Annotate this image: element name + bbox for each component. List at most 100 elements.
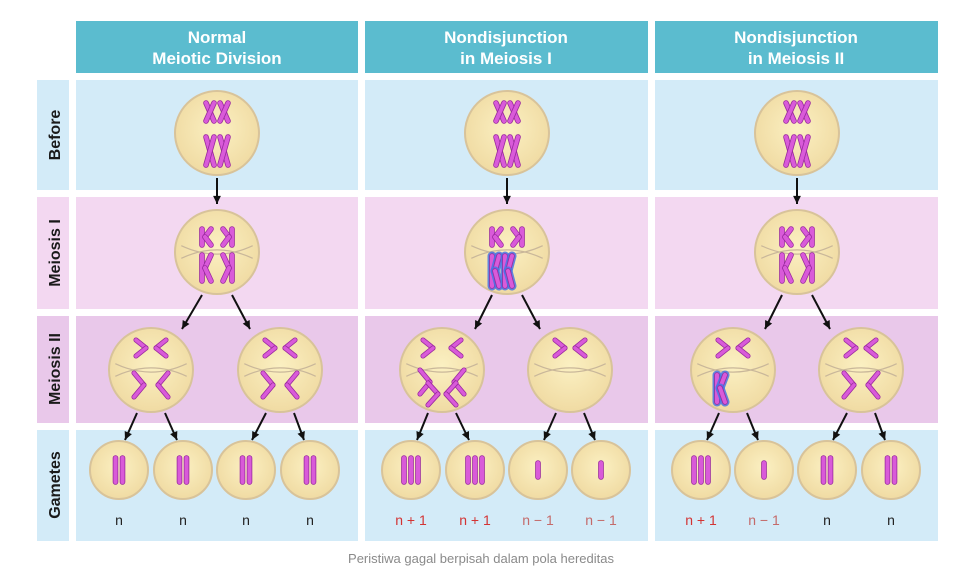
cell	[174, 209, 260, 295]
chromatid	[736, 346, 750, 358]
arrow-head	[182, 320, 190, 329]
gamete-label: n	[823, 512, 831, 528]
chromatid	[444, 392, 458, 407]
spindle-fiber	[761, 245, 833, 255]
arrow-head	[793, 195, 801, 204]
chromatid	[553, 346, 567, 358]
arrow-head	[242, 320, 250, 329]
arrow-head	[751, 431, 759, 440]
gamete-cell	[861, 440, 921, 500]
chromatid	[156, 371, 170, 387]
chromatid	[426, 392, 440, 407]
cell	[527, 327, 613, 413]
arrow-head	[213, 195, 221, 204]
spindle-fiber	[825, 367, 897, 377]
arrow-head	[878, 431, 886, 440]
arrow-head	[532, 320, 540, 329]
spindle-fiber	[825, 363, 897, 373]
chromatid	[866, 371, 880, 387]
chromosome	[493, 235, 503, 247]
spindle-fiber	[244, 363, 316, 373]
chromatid	[864, 346, 878, 358]
chromosome	[218, 101, 230, 123]
arrow-head	[822, 320, 830, 329]
chromosome	[506, 269, 514, 288]
chromatid	[132, 371, 146, 387]
chromosome	[493, 269, 501, 288]
gamete-cell	[216, 440, 276, 500]
gamete-label: n	[306, 512, 314, 528]
chromatid	[573, 346, 587, 358]
arrow-head	[461, 431, 470, 440]
spindle-fiber	[181, 249, 253, 259]
gamete-label: n	[179, 512, 187, 528]
gamete-labels: n n n n n + 1 n + 1 n − 1 n − 1 n + 1 n …	[115, 512, 895, 528]
arrow-head	[503, 195, 511, 204]
spindle-fiber	[761, 249, 833, 259]
spindle-fiber	[115, 363, 187, 373]
cell	[108, 327, 194, 413]
spindle-fiber	[471, 249, 543, 259]
spindle-fiber	[406, 363, 478, 373]
chromatid	[421, 346, 435, 358]
chromatid	[261, 383, 275, 399]
column-title-meiosis2-line2: in Meiosis II	[748, 49, 844, 68]
column-title-normal-line1: Normal	[188, 28, 247, 47]
cell-drawings	[89, 90, 921, 500]
arrow-head	[252, 431, 260, 440]
chromosome	[494, 101, 506, 123]
chromatid	[844, 346, 858, 358]
chromosome	[204, 101, 216, 123]
gamete-cell	[797, 440, 857, 500]
chromatid	[418, 368, 432, 384]
chromosome	[203, 266, 213, 283]
chromatid	[866, 383, 880, 399]
column-title-meiosis2-line1: Nondisjunction	[734, 28, 858, 47]
gamete-label: n − 1	[585, 512, 617, 528]
spindle-fiber	[697, 363, 769, 373]
arrow-head	[124, 431, 132, 440]
chromatid	[842, 383, 856, 399]
column-header-meiosis2	[655, 21, 938, 73]
chromosome	[221, 235, 231, 247]
arrow-head	[543, 431, 551, 440]
gamete-label: n	[887, 512, 895, 528]
arrow-head	[170, 431, 178, 440]
chromatid	[283, 346, 297, 358]
chromatid	[261, 371, 275, 387]
chromosome	[218, 135, 230, 167]
column-header-meiosis1	[365, 21, 648, 73]
cell	[754, 209, 840, 295]
cell	[754, 90, 840, 176]
chromosome	[784, 101, 796, 123]
row-label-box-gametes	[37, 430, 69, 541]
column-header-normal	[76, 21, 358, 73]
chromatid	[132, 383, 146, 399]
arrow-head	[588, 431, 596, 440]
chromosome	[508, 135, 520, 167]
chromatid	[156, 383, 170, 399]
row-label-meiosis2: Meiosis II	[47, 333, 64, 405]
chromatid	[154, 346, 168, 358]
spindle-fiber	[244, 367, 316, 377]
chromatid	[452, 368, 466, 384]
chromosome	[798, 135, 810, 167]
row-label-meiosis1: Meiosis I	[47, 219, 64, 287]
gamete-label: n + 1	[459, 512, 491, 528]
row-label-gametes: Gametes	[47, 451, 64, 519]
cell	[174, 90, 260, 176]
chromatid	[716, 346, 730, 358]
chromatid	[842, 371, 856, 387]
chromosome	[494, 135, 506, 167]
chromosome	[801, 235, 811, 247]
arrow-head	[297, 431, 305, 440]
chromatid	[263, 346, 277, 358]
column-headers: Normal Meiotic Division Nondisjunction i…	[76, 21, 938, 73]
chromosome	[783, 266, 793, 283]
cell	[464, 90, 550, 176]
spindle-fiber	[115, 367, 187, 377]
column-title-meiosis1-line1: Nondisjunction	[444, 28, 568, 47]
row-label-box-before	[37, 80, 69, 190]
gamete-label: n − 1	[522, 512, 554, 528]
chromosome	[798, 101, 810, 123]
